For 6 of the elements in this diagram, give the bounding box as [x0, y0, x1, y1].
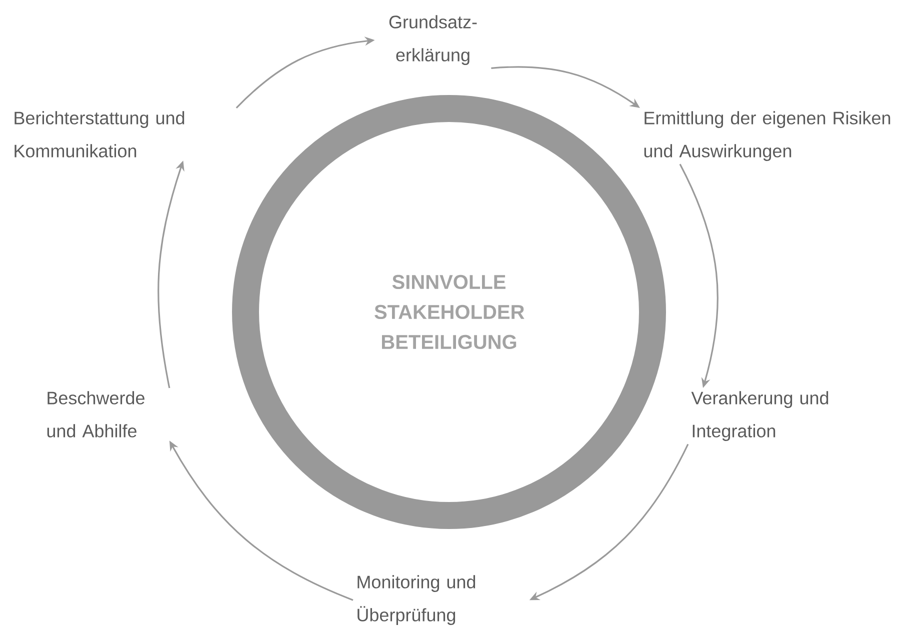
step-label: Ermittlung der eigenen Risiken und Auswirkungen: [644, 111, 890, 161]
step-label: Beschwerde und Abhilfe: [47, 391, 144, 438]
step-label: Verankerung und Integration: [691, 391, 828, 441]
step-label: Grundsatz- erklärung: [389, 15, 477, 65]
step-label: Berichterstattung und Kommunikation: [14, 111, 184, 158]
step-label: Monitoring und Überprüfung: [358, 575, 476, 625]
